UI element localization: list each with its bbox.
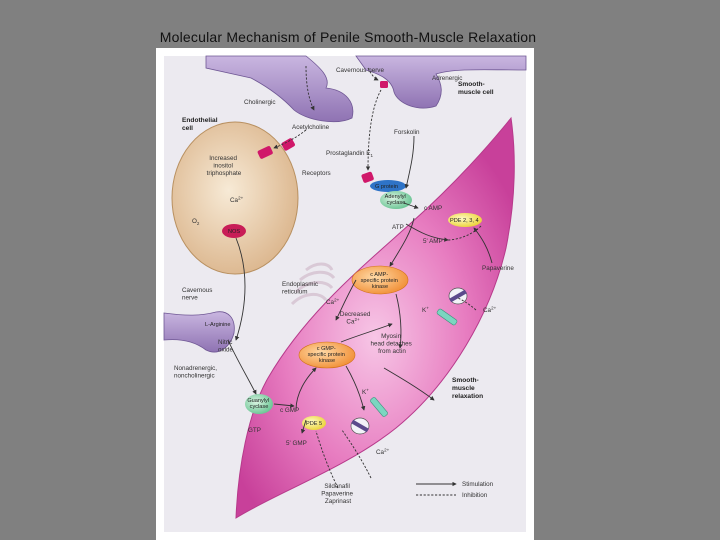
ca-right-label: Ca2+	[483, 306, 497, 315]
g-protein-enzyme	[370, 180, 406, 192]
receptors-label: Receptors	[302, 170, 331, 177]
g-protein-label: G protein	[375, 184, 398, 190]
cgmp-kinase-label: c GMP- specific protein kinase	[308, 346, 347, 364]
smooth-muscle-relaxation-label: Smooth- muscle relaxation	[452, 377, 483, 400]
forskolin-label: Forskolin	[394, 129, 420, 136]
gtp-label: GTP	[248, 427, 261, 434]
cholinergic-nerve-shape	[205, 55, 354, 123]
five-gmp-label: 5' GMP	[286, 440, 307, 447]
ion-channel-top	[448, 287, 468, 305]
myosin-label: Myosin head detaches from actin	[370, 333, 413, 355]
adenylyl-cyclase-label: Adenylyl cyclase	[385, 194, 408, 206]
nonadrenergic-label: Nonadrenergic, noncholinergic	[174, 365, 219, 380]
camp-label: c AMP	[424, 205, 442, 212]
legend-stimulation-label: Stimulation	[462, 481, 494, 488]
pde5-label: PDE 5	[306, 421, 322, 427]
cholinergic-label: Cholinergic	[244, 99, 276, 106]
ion-channel-k-bottom	[370, 397, 388, 417]
slide-title: Molecular Mechanism of Penile Smooth-Mus…	[159, 29, 537, 45]
smooth-muscle-cell-label: Smooth- muscle cell	[458, 81, 494, 96]
camp-kinase-label: c AMP- specific protein kinase	[361, 272, 400, 290]
nitric-oxide-label: Nitric oxide	[218, 339, 234, 354]
nos-enzyme	[222, 224, 246, 238]
endoplasmic-reticulum-label: Endoplasmic reticulum	[282, 281, 320, 296]
ca-endothelial-label: Ca2+	[230, 196, 244, 205]
endothelial-cell-shape	[171, 121, 299, 275]
g-protein-receptor	[361, 171, 374, 183]
prostaglandin-receptor	[281, 138, 295, 151]
legend: Stimulation Inhibition	[416, 481, 494, 499]
smooth-muscle-cell-shape	[235, 116, 515, 519]
pde234-enzyme	[448, 213, 482, 227]
mechanism-diagram: Stimulation Inhibition Cavernous nerve A…	[163, 55, 527, 532]
k-top-label: K+	[422, 306, 429, 315]
inhibitors-label: Sildenafil Papaverine Zaprinast	[321, 483, 355, 505]
increased-inositol-label: Increased inositol triphosphate	[207, 155, 242, 177]
five-amp-label: 5' AMP	[423, 238, 443, 245]
guanylyl-cyclase-label: Guanylyl cyclase	[247, 398, 270, 410]
pathway-arrows	[227, 65, 493, 489]
guanylyl-cyclase-enzyme	[245, 394, 273, 414]
endothelial-cell-label: Endothelial cell	[182, 117, 219, 132]
ca-er-label: Ca2+	[326, 298, 340, 307]
cavernous-nerve-top-label: Cavernous nerve	[336, 67, 384, 74]
l-arginine-label: L-Arginine	[205, 322, 231, 328]
k-bottom-label: K+	[362, 388, 369, 397]
muscarinic-receptor	[257, 146, 273, 159]
adenylyl-cyclase-enzyme	[380, 191, 412, 209]
cgmp-kinase-enzyme	[298, 341, 356, 369]
nos-label: NOS	[228, 229, 240, 235]
decreased-ca-label: Decreased Ca2+	[340, 311, 372, 326]
nanc-nerve-shape	[163, 311, 235, 353]
ion-channel-bottom	[350, 417, 370, 435]
pde5-enzyme	[302, 416, 326, 430]
adrenergic-nerve-shape	[355, 55, 527, 109]
ion-channel-k-top	[436, 308, 458, 326]
diagram-figure: Stimulation Inhibition Cavernous nerve A…	[156, 48, 534, 540]
legend-inhibition-label: Inhibition	[462, 492, 488, 499]
ca-bottom-label: Ca2+	[376, 448, 390, 457]
papaverine-right-label: Papaverine	[482, 265, 514, 272]
camp-kinase-enzyme	[351, 265, 409, 295]
atp-label: ATP	[392, 224, 404, 231]
adrenergic-label: Adrenergic	[432, 75, 462, 82]
cgmp-label: c GMP	[280, 407, 299, 414]
cavernous-nerve-left-label: Cavernous nerve	[182, 287, 214, 302]
acetylcholine-label: Acetylcholine	[292, 124, 330, 131]
adrenergic-receptor	[380, 81, 388, 88]
pde234-label: PDE 2, 3, 4	[450, 218, 479, 224]
prostaglandin-label: Prostaglandin E1	[326, 150, 373, 158]
o2-label: O2	[192, 218, 200, 226]
endoplasmic-reticulum-shape	[290, 262, 336, 306]
